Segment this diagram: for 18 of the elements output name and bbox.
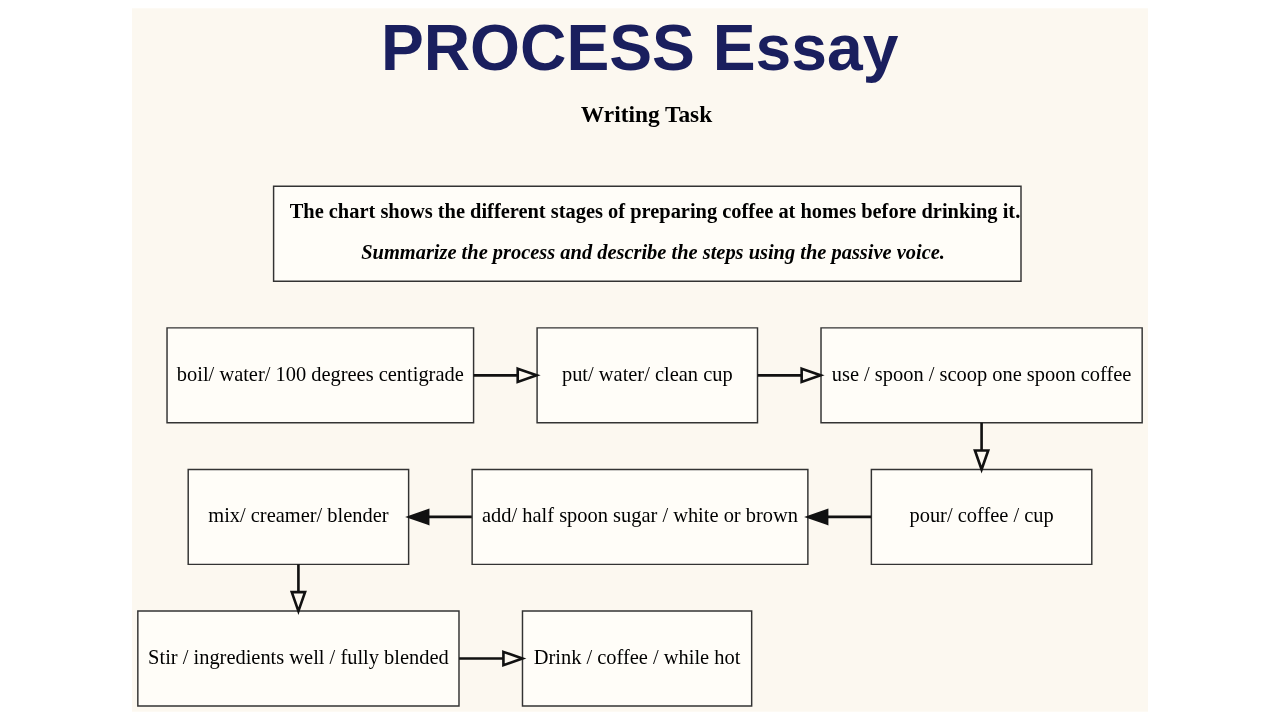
node-box: boil/ water/ 100 degrees centigrade (166, 327, 475, 424)
arrow (473, 366, 541, 384)
node-box: mix/ creamer/ blender (187, 468, 410, 566)
node-box: Drink / coffee / while hot (521, 610, 753, 707)
arrow (405, 508, 472, 526)
diagram-title: PROCESS Essay (380, 11, 899, 84)
arrow (289, 564, 307, 616)
node-box: pour/ coffee / cup (870, 468, 1093, 566)
node-box: add/ half spoon sugar / white or brown (471, 468, 809, 566)
arrow (459, 650, 527, 667)
arrow (757, 366, 825, 384)
node-box: put/ water/ clean cup (536, 327, 759, 424)
node-box: The chart shows the different stages of preparing coffee at homes before drinking it. Summarize the process and describe the steps using the passive voice. (272, 185, 1022, 282)
arrow (973, 422, 991, 474)
node-box: use / spoon / scoop one spoon coffee (820, 327, 1143, 424)
node-box: Stir / ingredients well / fully blended (137, 610, 460, 707)
arrow (804, 508, 872, 526)
label: Writing Task (580, 100, 713, 127)
